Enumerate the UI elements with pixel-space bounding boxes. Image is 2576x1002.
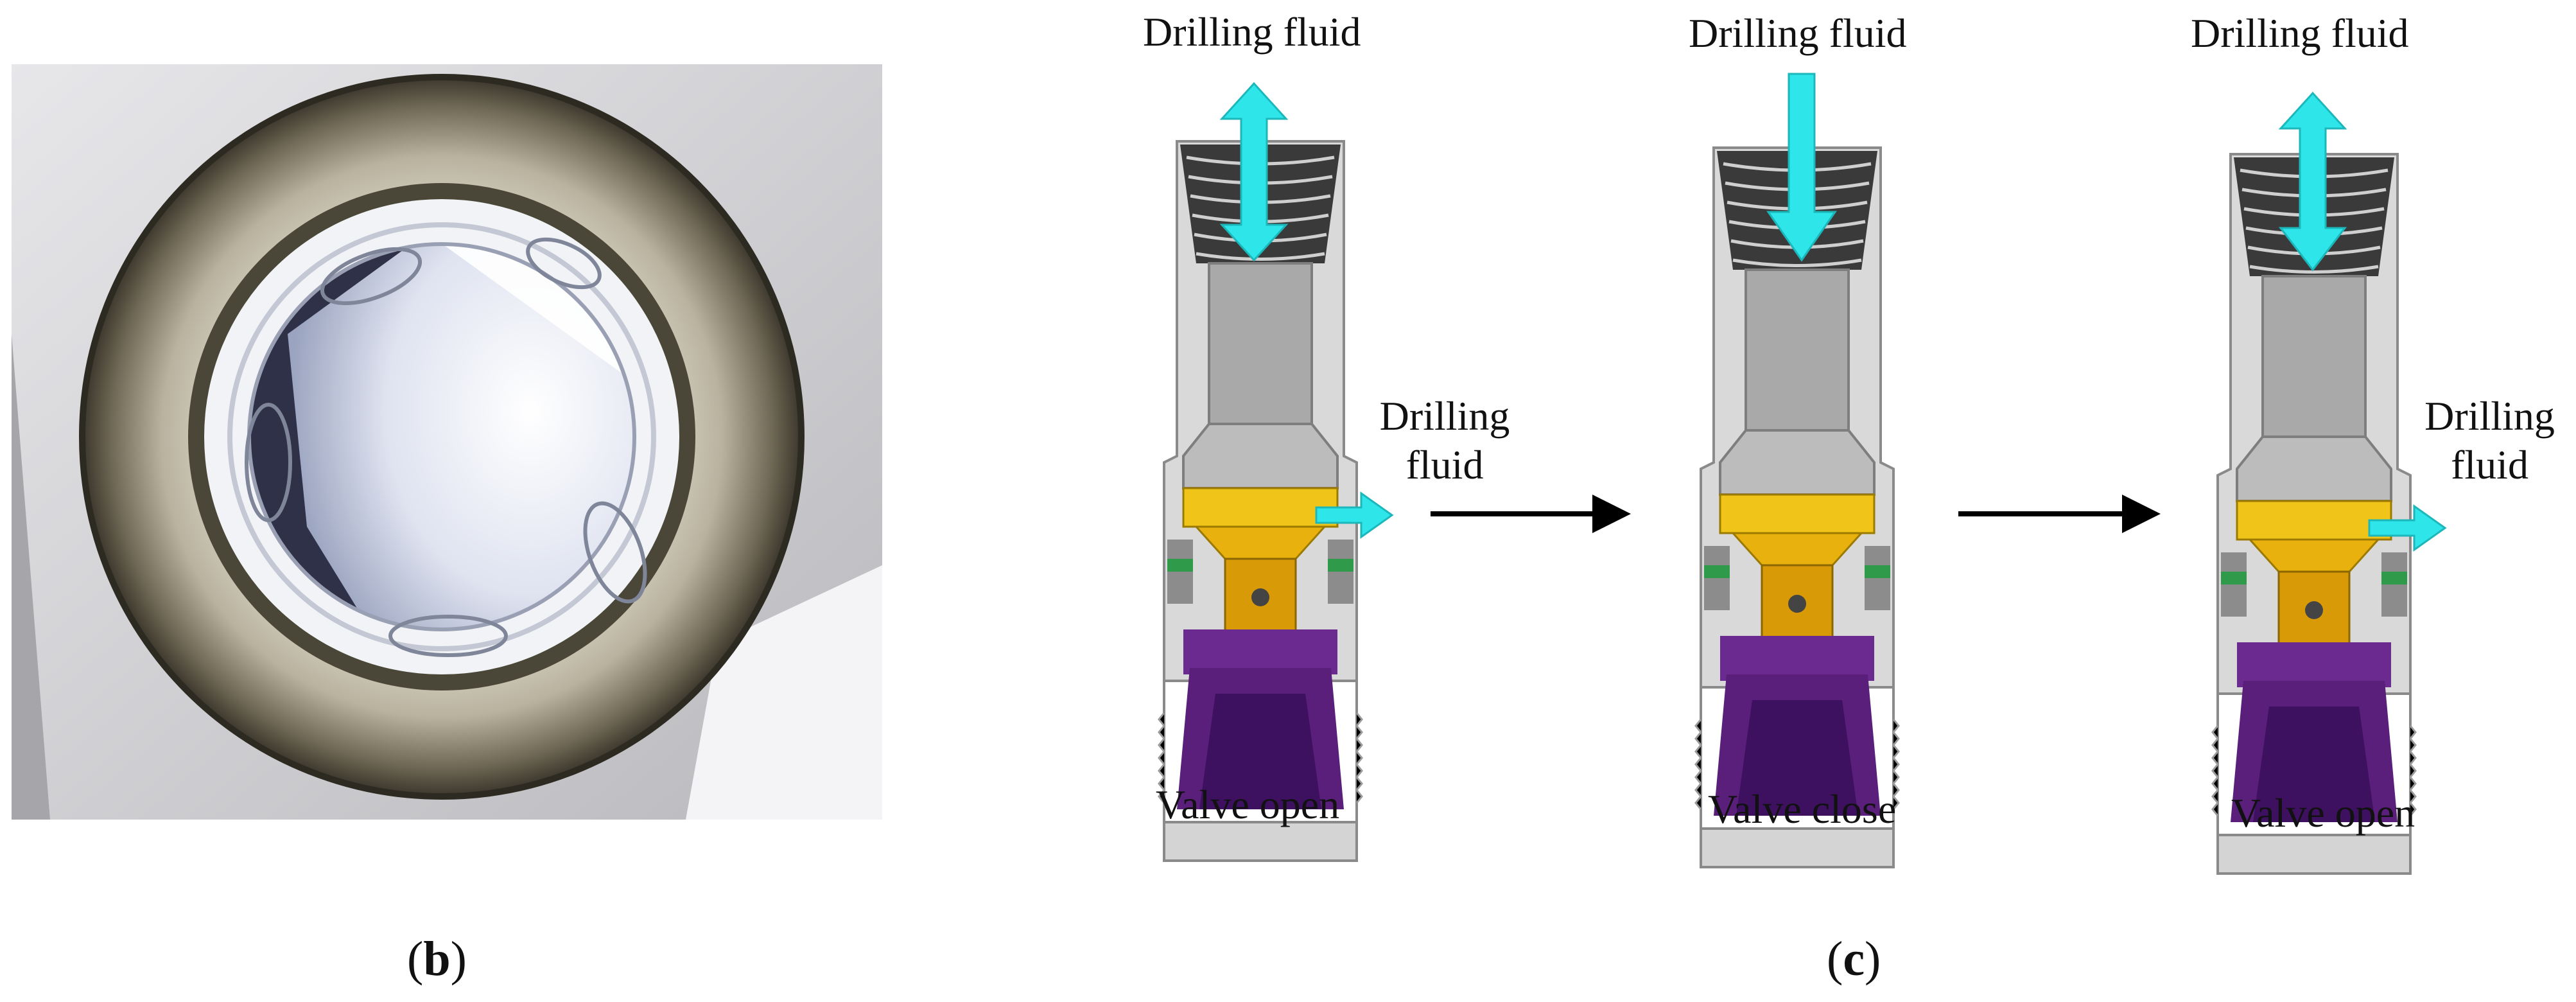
panel-label-c-close: ) — [1865, 932, 1881, 986]
stage-1-side-label-line-1: Drilling — [1379, 393, 1510, 439]
stage-3-top-label: Drilling fluid — [2191, 10, 2409, 56]
panel-label-b-open: ( — [407, 932, 424, 986]
flow-arrow-stage-3-vertical — [2278, 91, 2347, 272]
stage-2-caption: Valve close — [1708, 786, 1897, 832]
panel-label-b-close: ) — [450, 932, 467, 986]
process-arrow-1 — [1431, 495, 1631, 533]
valve-photo — [12, 64, 882, 820]
stage-1-side-label: Drilling fluid — [1368, 392, 1522, 489]
flow-arrow-stage-3-side — [2368, 504, 2447, 552]
flow-arrow-stage-1-side — [1315, 491, 1394, 539]
panel-label-c-letter: c — [1843, 932, 1865, 986]
stage-3-side-label: Drilling fluid — [2411, 392, 2568, 489]
panel-label-b-letter: b — [423, 932, 451, 986]
flow-arrow-stage-2-down — [1766, 73, 1837, 262]
flow-arrow-stage-1-vertical — [1219, 82, 1289, 262]
stage-1-top-label: Drilling fluid — [1143, 9, 1361, 55]
process-arrow-2 — [1958, 495, 2161, 533]
panel-label-c-open: ( — [1827, 932, 1843, 986]
panel-label-c: (c) — [1827, 931, 1881, 987]
stage-3-side-label-line-2: fluid — [2451, 441, 2528, 488]
valve-stage-2 — [1696, 148, 1899, 867]
stage-1-caption: Valve open — [1156, 782, 1340, 827]
stage-3-caption: Valve open — [2231, 790, 2415, 836]
stage-1-side-label-line-2: fluid — [1405, 441, 1484, 488]
stage-3-side-label-line-1: Drilling — [2424, 393, 2555, 439]
stage-2-top-label: Drilling fluid — [1689, 10, 1907, 56]
panel-label-b: (b) — [407, 931, 467, 987]
